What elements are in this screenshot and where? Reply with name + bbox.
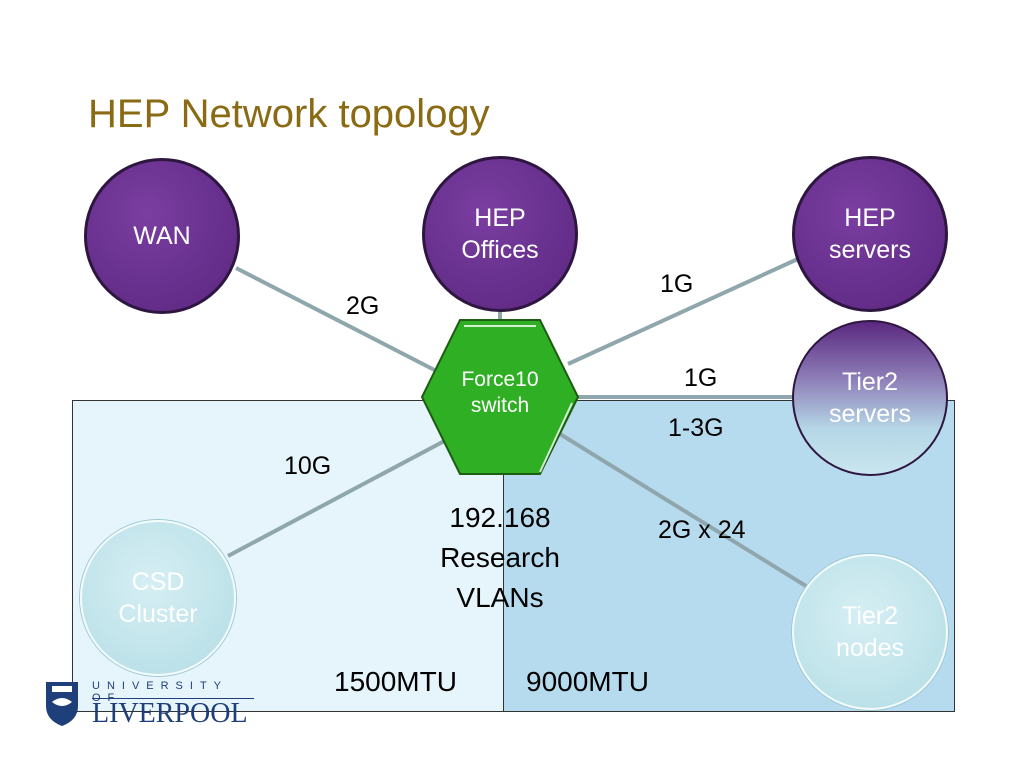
node-tier2-servers: Tier2 servers <box>792 320 948 476</box>
crest-icon <box>46 682 78 726</box>
node-tier2-nodes-line1: Tier2 <box>841 602 899 630</box>
node-csd-cluster: CSD Cluster <box>80 520 236 676</box>
node-tier2-nodes: Tier2 nodes <box>792 554 948 710</box>
link-label-hep-servers: 1G <box>660 270 694 298</box>
node-hep-servers-line2: servers <box>829 236 911 264</box>
link-label-tier2-servers-top: 1G <box>684 364 718 392</box>
vlan-line2: Research <box>440 542 560 573</box>
node-tier2-nodes-line2: nodes <box>835 634 905 662</box>
link-label-tier2-servers-bottom: 1-3G <box>668 414 724 442</box>
node-tier2-servers-line2: servers <box>829 400 911 428</box>
node-wan-label: WAN <box>133 222 191 250</box>
vlan-label: 192.168 Research VLANs <box>412 498 588 618</box>
link-tier2-nodes <box>558 432 808 588</box>
link-csd-cluster <box>227 436 451 558</box>
logo-divider <box>92 698 254 699</box>
link-label-tier2-nodes: 2G x 24 <box>658 516 746 544</box>
logo-main-text: LIVERPOOL <box>92 698 248 729</box>
mtu-right-label: 9000MTU <box>526 666 649 697</box>
node-hep-offices-line2: Offices <box>461 236 539 264</box>
link-label-csd-cluster: 10G <box>284 452 332 480</box>
link-wan <box>235 266 451 380</box>
slide-title: HEP Network topology <box>88 92 490 136</box>
switch-label: Force10 switch <box>436 367 564 419</box>
node-wan: WAN <box>84 158 240 314</box>
university-logo: UNIVERSITY OF LIVERPOOL <box>44 680 264 732</box>
vlan-line3: VLANs <box>456 582 544 613</box>
node-hep-servers-line1: HEP <box>844 204 896 232</box>
switch-label-line1: Force10 <box>461 368 539 391</box>
link-label-wan: 2G <box>346 292 380 320</box>
switch-hexagon <box>420 319 580 475</box>
switch-label-line2: switch <box>470 394 530 417</box>
node-csd-cluster-line1: CSD <box>131 568 185 596</box>
node-hep-offices-line1: HEP <box>474 204 526 232</box>
node-csd-cluster-line2: Cluster <box>118 600 198 628</box>
node-hep-offices: HEP Offices <box>422 156 578 312</box>
mtu-left-label: 1500MTU <box>334 666 457 697</box>
link-hep-servers <box>567 256 801 366</box>
node-hep-servers: HEP servers <box>792 156 948 312</box>
node-tier2-servers-line1: Tier2 <box>841 368 899 396</box>
vlan-line1: 192.168 <box>449 502 551 533</box>
